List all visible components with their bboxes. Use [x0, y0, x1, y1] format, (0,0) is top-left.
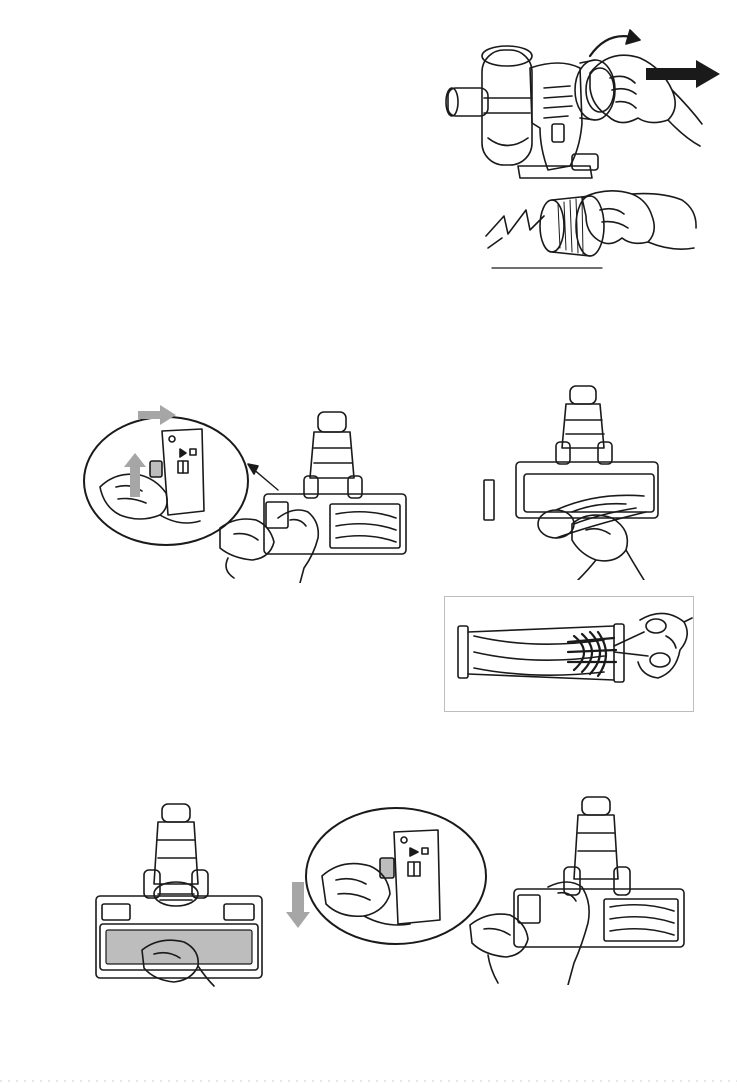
- roller-removal-illustration: [476, 384, 666, 580]
- filter-tap-clean-illustration: [482, 186, 702, 286]
- bottom-scan-edge: [0, 1072, 737, 1080]
- roller-reinsert-illustration: [88, 800, 268, 990]
- brush-head-reassembled-illustration: [468, 795, 692, 985]
- handheld-filter-twist-illustration: [440, 28, 730, 183]
- latch-close-zoom-illustration: [270, 802, 492, 954]
- brush-head-latch-illustration: [208, 408, 410, 583]
- roller-hair-cut-illustration: [444, 596, 694, 712]
